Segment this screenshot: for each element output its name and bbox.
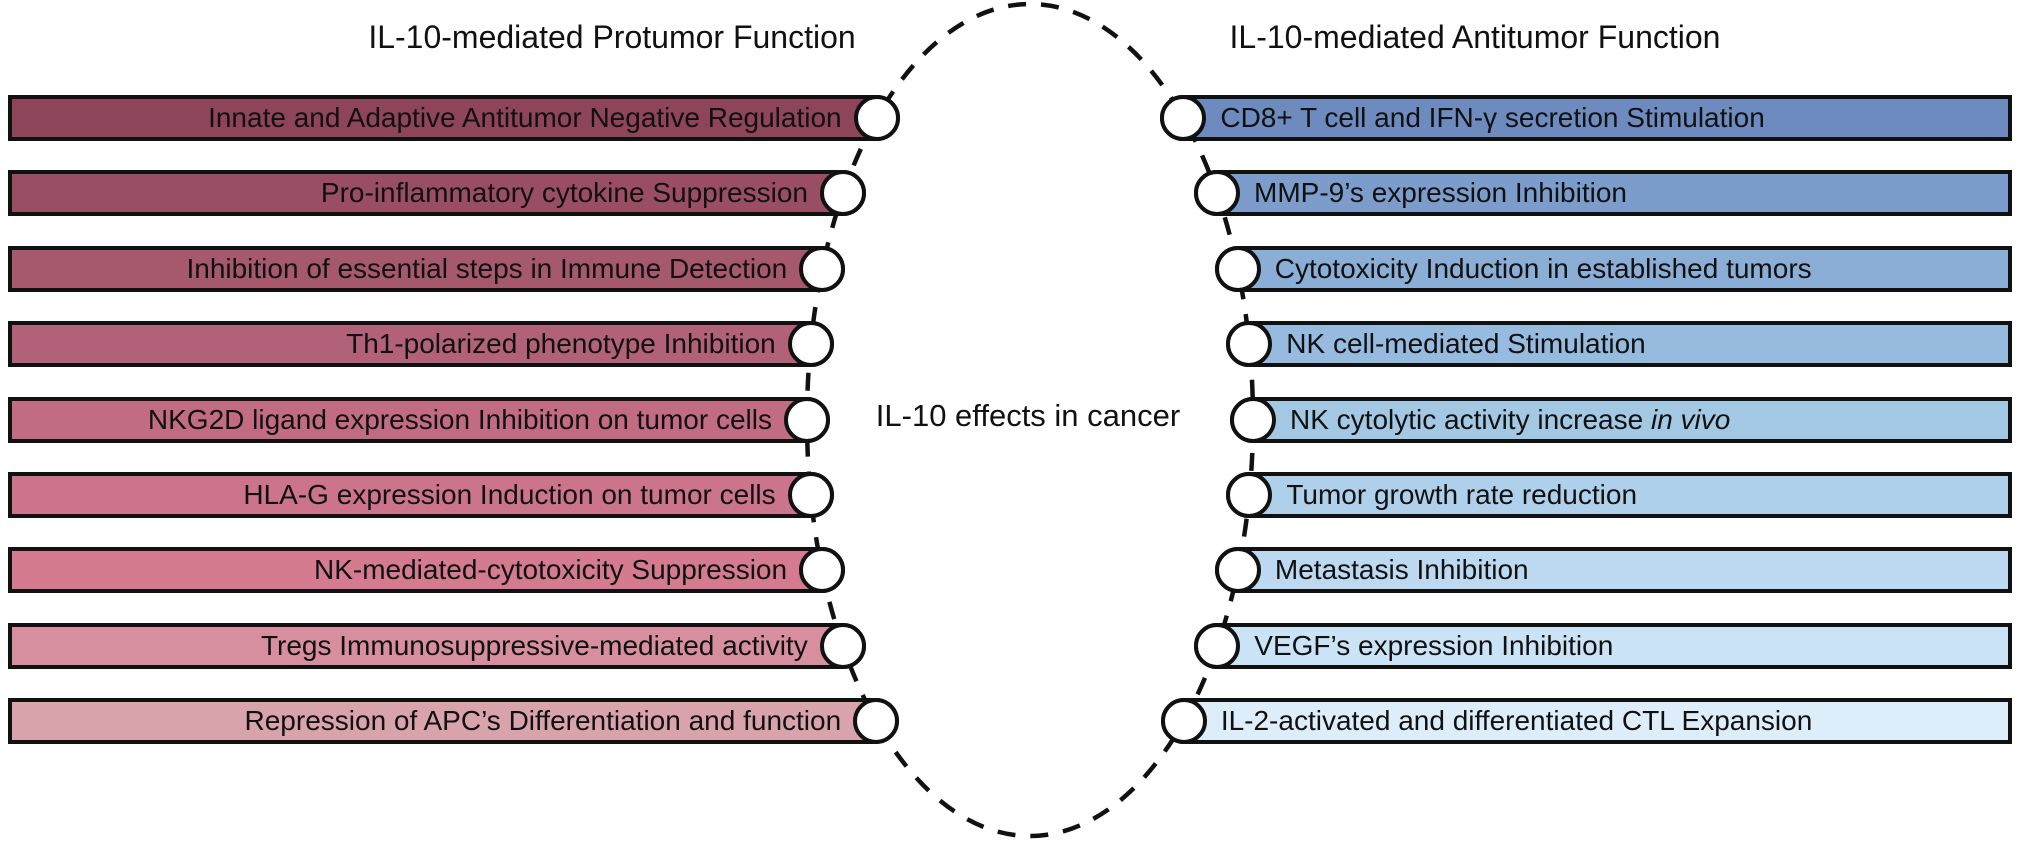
bar-label: Cytotoxicity Induction in established tu… [1274, 252, 1812, 284]
bar-label: Repression of APC’s Differentiation and … [244, 705, 842, 737]
connector-circle [1229, 396, 1276, 443]
antitumor-bar: Tumor growth rate reduction [1226, 472, 2012, 518]
connector-circle [799, 547, 846, 594]
bar-label: MMP-9’s expression Inhibition [1254, 177, 1627, 209]
center-label: IL-10 effects in cancer [875, 398, 1181, 433]
bar-label: Tregs Immunosuppressive-mediated activit… [260, 629, 808, 661]
antitumor-bar: VEGF’s expression Inhibition [1194, 622, 2012, 669]
bar-label: NK cell-mediated Stimulation [1286, 328, 1646, 360]
connector-circle [1226, 472, 1273, 518]
antitumor-bar: IL-2-activated and differentiated CTL Ex… [1160, 698, 2012, 745]
protumor-bar: Repression of APC’s Differentiation and … [8, 698, 900, 745]
bar-label: IL-2-activated and differentiated CTL Ex… [1220, 705, 1813, 737]
connector-circle [799, 245, 846, 292]
protumor-bar: NK-mediated-cytotoxicity Suppression [8, 547, 846, 594]
connector-circle [1194, 622, 1241, 669]
bar-label: CD8+ T cell and IFN-γ secretion Stimulat… [1220, 102, 1765, 133]
antitumor-bar: NK cell-mediated Stimulation [1226, 321, 2012, 368]
connector-circle [1214, 245, 1261, 292]
connector-circle [784, 396, 830, 443]
bar-label: NK-mediated-cytotoxicity Suppression [313, 554, 788, 586]
bar-label: NK cytolytic activity increase in vivo [1289, 403, 1731, 435]
connector-circle [1160, 698, 1207, 745]
connector-circle [1160, 95, 1207, 141]
bar-label: Metastasis Inhibition [1274, 554, 1529, 586]
bar-label: Tumor growth rate reduction [1286, 479, 1638, 510]
bar-label: HLA-G expression Induction on tumor cell… [243, 479, 776, 510]
protumor-bar: NKG2D ligand expression Inhibition on tu… [8, 396, 830, 443]
connector-circle [819, 622, 866, 669]
connector-circle [853, 95, 900, 141]
protumor-bar: Innate and Adaptive Antitumor Negative R… [8, 95, 900, 141]
antitumor-bar: Metastasis Inhibition [1214, 547, 2012, 594]
bar-label: NKG2D ligand expression Inhibition on tu… [147, 403, 772, 435]
antitumor-bar: MMP-9’s expression Inhibition [1194, 170, 2012, 217]
bar-label: VEGF’s expression Inhibition [1254, 629, 1614, 661]
protumor-bar: Pro-inflammatory cytokine Suppression [8, 170, 866, 217]
connector-circle [1214, 547, 1261, 594]
protumor-bar: Tregs Immunosuppressive-mediated activit… [8, 622, 866, 669]
bar-label: Pro-inflammatory cytokine Suppression [320, 177, 808, 209]
connector-circle [853, 698, 900, 745]
antitumor-column-title: IL-10-mediated Antitumor Function [1229, 19, 1721, 55]
connector-circle [1194, 170, 1240, 217]
bar-label-italic: in vivo [1650, 403, 1731, 435]
protumor-bar: Th1-polarized phenotype Inhibition [8, 321, 834, 368]
bar-label: Inhibition of essential steps in Immune … [186, 252, 788, 284]
antitumor-bar: NK cytolytic activity increase in vivo [1229, 396, 2012, 443]
connector-circle [819, 170, 866, 217]
antitumor-bar: Cytotoxicity Induction in established tu… [1214, 245, 2012, 292]
connector-circle [1226, 321, 1273, 368]
protumor-bar: HLA-G expression Induction on tumor cell… [8, 472, 834, 518]
protumor-bar: Inhibition of essential steps in Immune … [8, 245, 846, 292]
antitumor-bar: CD8+ T cell and IFN-γ secretion Stimulat… [1160, 95, 2012, 141]
connector-circle [787, 321, 834, 368]
bar-label: Th1-polarized phenotype Inhibition [346, 328, 776, 360]
protumor-column-title: IL-10-mediated Protumor Function [368, 19, 856, 55]
bar-label: Innate and Adaptive Antitumor Negative R… [208, 102, 842, 133]
connector-circle [787, 472, 834, 518]
